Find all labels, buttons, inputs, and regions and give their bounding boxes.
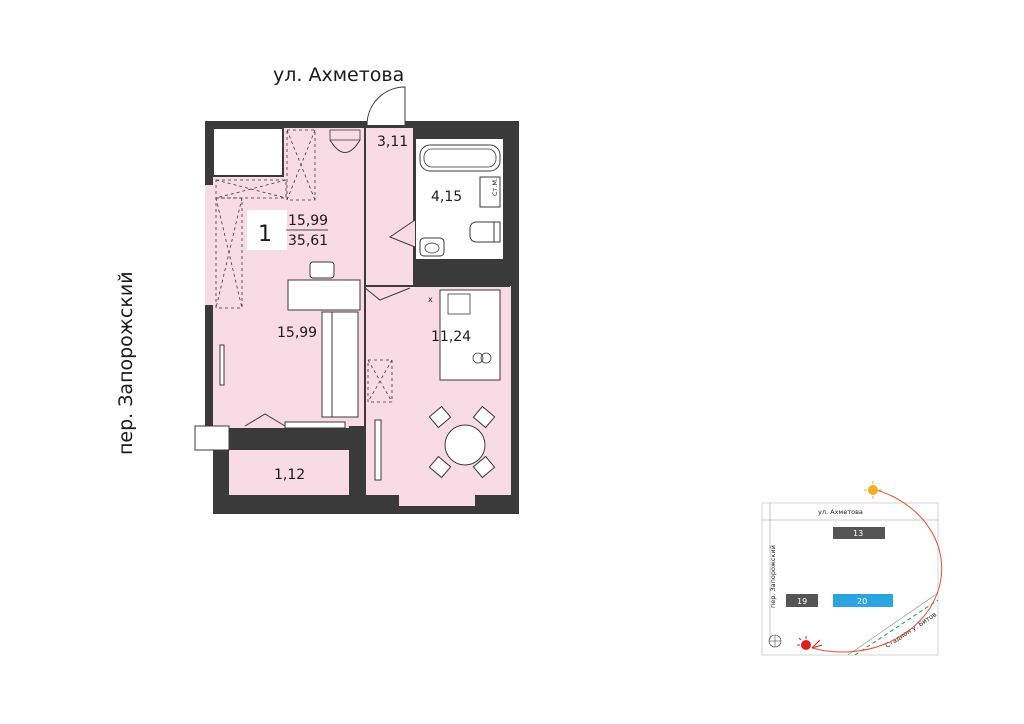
bathroom-door [388,219,416,248]
hob-icon [480,352,492,364]
sunset-icon [801,640,811,650]
street-side-label: пер. Запорожский [115,271,137,455]
sun-icon [868,485,878,495]
washing-machine [479,176,501,208]
wardrobe [215,129,316,309]
entry-door [366,86,406,126]
total-area-label: 35,61 [288,233,328,249]
kitchen-island [287,279,361,311]
closet [212,127,284,177]
kitchen-mark: x [428,295,433,304]
road-line [854,599,939,656]
apartment-badge [247,210,287,250]
living-area-label: 15,99 [288,213,328,229]
building-13-label: 13 [853,529,863,538]
apartment-number: 1 [258,222,272,247]
site-map: ул. Ахметова пер. Запорожский Стадион у.… [761,481,943,656]
bath-sink [419,237,445,257]
building-19-label: 19 [797,597,807,606]
building-13 [833,527,885,539]
kitchen-window [399,495,475,506]
tv [219,344,225,386]
kitchen-area-label: 11,24 [431,329,471,345]
site-street-top: ул. Ахметова [818,508,863,516]
sun-path [811,488,943,653]
site-street-side: пер. Запорожский [769,545,777,608]
hall-area [365,128,413,288]
street-top-label: ул. Ахметова [273,64,404,86]
bathroom-area-label: 4,15 [431,189,462,205]
hall-area-label: 3,11 [377,134,408,150]
pot-icon [309,261,335,279]
bathtub [419,144,501,172]
hall-fixture [329,139,361,153]
wc-label: Ст.М. [491,178,499,196]
kitchen-sink [447,293,471,315]
building-19 [786,594,818,607]
balcony-door [244,413,286,427]
balcony-area-label: 1,12 [274,467,305,483]
kitchen-cabinet [367,359,393,403]
balcony-area [229,450,349,495]
kitchen-door [364,287,411,301]
entry-opening [367,115,405,125]
living-window [205,185,213,305]
living-room-area-label: 15,99 [277,325,317,341]
floor-plan: x 1 15,99 35,61 3,11 4,15 Ст.М. 15,99 11… [194,86,519,514]
building-20 [833,594,893,607]
building-20-label: 20 [857,597,867,606]
dining-table [428,405,496,479]
